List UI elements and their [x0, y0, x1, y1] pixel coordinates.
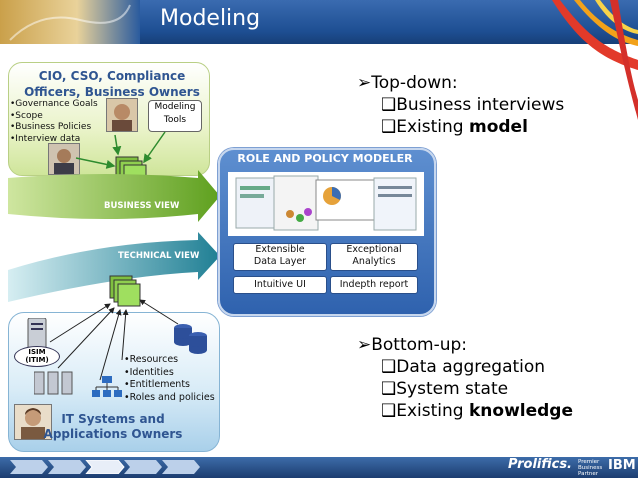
premier-business-partner-badge: Premier Business Partner	[578, 459, 602, 477]
chevron-1	[10, 460, 48, 474]
list-item: ❑Existing knowledge	[357, 400, 573, 422]
list-item: •Entitlements	[124, 379, 190, 390]
box-line: Analytics	[352, 256, 396, 267]
list-item: ❑Data aggregation	[357, 356, 573, 378]
topdown-section: ➢Top-down: ❑Business interviews ❑Existin…	[357, 72, 564, 138]
isim-line1: ISIM	[28, 348, 46, 356]
item-text: ❑System state	[381, 379, 509, 399]
item-text: ❑Existing	[381, 401, 469, 421]
item-text: ❑Existing	[381, 117, 469, 137]
it-systems-list: •Resources •Identities •Entitlements •Ro…	[124, 354, 215, 404]
intuitive-ui-box: Intuitive UI	[233, 276, 327, 294]
decorative-swoosh-left	[0, 0, 140, 44]
ibm-logo: IBM	[608, 458, 636, 473]
business-inputs-list: •Governance Goals •Scope •Business Polic…	[10, 99, 98, 145]
item-text: ❑Business interviews	[381, 95, 565, 115]
modeler-screens-graphic	[235, 175, 417, 231]
box-line: Extensible	[255, 244, 305, 255]
business-owners-title: CIO, CSO, Compliance Officers, Business …	[8, 68, 216, 100]
it-systems-title-line2: Applications Owners	[43, 427, 183, 441]
list-item: •Governance Goals	[10, 99, 98, 109]
it-systems-title: IT Systems and Applications Owners	[8, 412, 218, 442]
it-owner-photo	[14, 404, 52, 440]
badge-line: Partner	[578, 471, 598, 477]
server-icon	[27, 318, 47, 354]
item-text: ❑Data aggregation	[381, 357, 546, 377]
list-item: •Identities	[124, 366, 174, 378]
modeling-tools-line2: Tools	[163, 115, 187, 125]
list-item: ❑Business interviews	[357, 94, 564, 116]
bottomup-section: ➢Bottom-up: ❑Data aggregation ❑System st…	[357, 334, 573, 422]
item-bold: model	[468, 117, 528, 137]
badge-line: Premier	[578, 459, 600, 465]
modeler-screenshot	[228, 172, 424, 236]
extensible-data-layer-box: Extensible Data Layer	[233, 243, 327, 271]
business-owners-title-line1: CIO, CSO, Compliance	[38, 69, 186, 83]
technical-view-label: TECHNICAL VIEW	[118, 251, 200, 261]
list-item: ❑Existing model	[357, 116, 564, 138]
role-policy-modeler-title: ROLE AND POLICY MODELER	[237, 152, 413, 165]
indepth-report-box: Indepth report	[330, 276, 418, 294]
item-bold: knowledge	[468, 401, 574, 421]
footer-bar	[0, 457, 638, 478]
business-view-label: BUSINESS VIEW	[104, 201, 180, 211]
it-systems-connectors	[49, 275, 179, 381]
bottomup-heading: ➢Bottom-up:	[357, 335, 468, 355]
business-person-photo	[106, 98, 138, 132]
exceptional-analytics-box: Exceptional Analytics	[330, 243, 418, 271]
chevron-4	[124, 460, 162, 474]
title-bar: Modeling	[0, 0, 638, 120]
list-item: •Resources	[124, 354, 179, 365]
slide-title: Modeling	[160, 6, 261, 31]
isim-label: ISIM (ITIM)	[14, 346, 60, 367]
box-line: Data Layer	[253, 256, 307, 267]
list-item: •Scope	[10, 110, 43, 121]
badge-line: Business	[578, 465, 603, 471]
box-line: Exceptional	[346, 244, 402, 255]
document-stack-icon	[109, 275, 141, 307]
list-item: •Roles and policies	[124, 391, 215, 403]
chevron-3-active	[85, 460, 125, 474]
database-icon	[174, 324, 207, 354]
topdown-heading: ➢Top-down:	[357, 73, 458, 93]
business-view-arrow	[8, 170, 220, 222]
modeling-tools-box: Modeling Tools	[148, 100, 202, 132]
list-item: ❑System state	[357, 378, 573, 400]
isim-line2: (ITIM)	[25, 356, 49, 364]
list-item: •Business Policies	[10, 122, 92, 132]
business-owners-title-line2: Officers, Business Owners	[24, 85, 200, 99]
server-rack-icon	[34, 371, 73, 395]
it-systems-title-line1: IT Systems and	[61, 412, 165, 426]
network-icon	[92, 376, 122, 397]
chevron-2	[48, 460, 86, 474]
list-item: •Interview data	[10, 133, 81, 144]
prolifics-logo: Prolifics.	[508, 457, 572, 472]
executive-photo	[48, 143, 80, 175]
chevron-5	[162, 460, 200, 474]
modeling-tools-line1: Modeling	[154, 102, 196, 112]
technical-view-arrow	[8, 232, 220, 302]
progress-chevrons	[10, 460, 200, 474]
decorative-ribbons-right	[552, 0, 638, 120]
